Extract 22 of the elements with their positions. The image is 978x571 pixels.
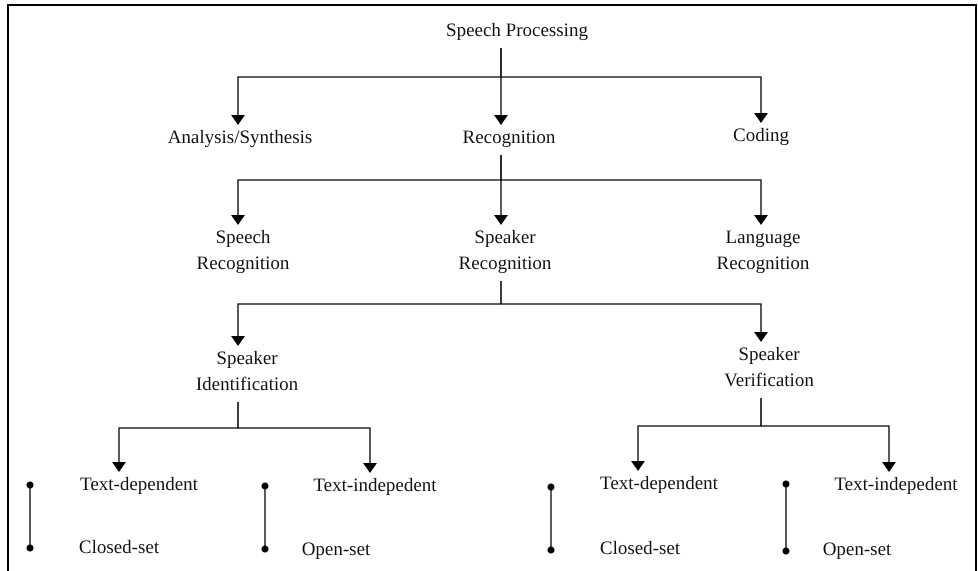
node-label: Text-dependent xyxy=(600,472,718,496)
node-label: Language Recognition xyxy=(716,226,810,276)
node-label: Speech Recognition xyxy=(196,226,290,276)
node-label: Text-indepedent xyxy=(834,473,958,497)
node-label: Speech Processing xyxy=(446,19,588,43)
node-label: Speaker Verification xyxy=(723,343,815,393)
node-label: Analysis/Synthesis xyxy=(168,126,312,150)
node-label: Text-dependent xyxy=(80,473,198,497)
node-label: Speaker Recognition xyxy=(458,226,552,276)
arrow xyxy=(237,402,377,473)
node-label: Recognition xyxy=(462,126,556,150)
node-label: Coding xyxy=(733,124,789,148)
arrow xyxy=(500,48,768,123)
node-label: Open-set xyxy=(302,538,370,562)
node-label: Open-set xyxy=(822,538,892,562)
arrow xyxy=(760,398,896,472)
node-label: Text-indepedent xyxy=(313,474,437,498)
node-label: Closed-set xyxy=(600,537,680,561)
arrow xyxy=(500,281,768,342)
node-label: Speaker Identification xyxy=(194,347,300,397)
arrow xyxy=(500,155,768,225)
node-label: Closed-set xyxy=(78,536,160,560)
